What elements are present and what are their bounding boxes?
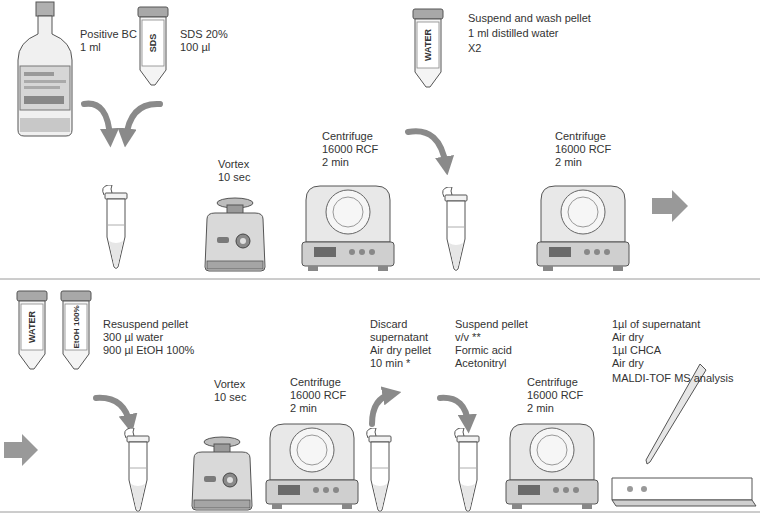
transfer-arrow [84, 104, 468, 424]
microtube [455, 428, 479, 512]
step-label: Centrifuge [555, 130, 606, 143]
tube-label: EtOH 100% [72, 305, 81, 348]
continue-arrow [652, 190, 688, 222]
microtube [103, 185, 127, 269]
step-label: 16000 RCF [322, 143, 378, 156]
step-label: Centrifuge [527, 376, 578, 389]
step-label: 1 ml distilled water [468, 27, 558, 40]
centrifuge [537, 186, 629, 271]
reagent-tube: SDS [135, 6, 171, 86]
tube-label: SDS [148, 34, 158, 53]
step-label: 2 min [290, 402, 317, 415]
step-label: 2 min [322, 156, 349, 169]
step-label: Air dry pellet [370, 344, 431, 357]
vortex-mixer [192, 437, 252, 510]
reagent-tube: WATER [410, 8, 446, 88]
step-label: Acetonitryl [455, 357, 506, 370]
step-label: 1 ml [80, 41, 101, 54]
step-label: 900 µl EtOH 100% [103, 344, 194, 357]
step-label: 1µl CHCA [612, 344, 661, 357]
continue-arrow [4, 434, 38, 466]
microtube [367, 428, 391, 512]
step-label: Air dry [612, 357, 644, 370]
step-label: Centrifuge [290, 376, 341, 389]
step-label: Discard [370, 318, 407, 331]
step-label: 2 min [527, 402, 554, 415]
step-label: Suspend and wash pellet [468, 12, 591, 25]
step-label: Air dry [612, 331, 644, 344]
step-label: 16000 RCF [555, 143, 611, 156]
step-label: 16000 RCF [527, 389, 583, 402]
maldi-target-slide [612, 478, 756, 506]
centrifuge [266, 424, 358, 509]
step-label: Centrifuge [322, 130, 373, 143]
row-separator [0, 512, 760, 513]
step-label: 10 sec [218, 171, 250, 184]
tube-label: WATER [423, 29, 433, 61]
microtube [443, 187, 467, 271]
step-label: 1µl of supernatant [612, 318, 700, 331]
step-label: supernatant [370, 331, 428, 344]
vortex-mixer [205, 198, 265, 271]
step-label: Vortex [214, 378, 245, 391]
centrifuge [302, 186, 394, 271]
step-label: SDS 20% [180, 28, 228, 41]
blood-culture-bottle [18, 2, 72, 136]
step-label: 10 min * [370, 357, 410, 370]
tube-label: WATER [27, 311, 37, 343]
microtube [125, 428, 149, 512]
reagent-tube: WATER [14, 290, 50, 370]
step-label: MALDI-TOF MS analysis [612, 372, 733, 385]
step-label: Formic acid [455, 344, 512, 357]
step-label: X2 [468, 42, 481, 55]
step-label: 16000 RCF [290, 389, 346, 402]
step-label: Resuspend pellet [103, 318, 188, 331]
step-label: 10 sec [214, 391, 246, 404]
step-label: 2 min [555, 156, 582, 169]
step-label: Suspend pellet [455, 318, 528, 331]
step-label: Vortex [218, 158, 249, 171]
step-label: Positive BC [80, 28, 137, 41]
step-label: 300 µl water [103, 331, 163, 344]
step-label: v/v ** [455, 331, 481, 344]
row-separator [0, 279, 760, 280]
reagent-tube: EtOH 100% [58, 290, 94, 370]
centrifuge [506, 424, 598, 509]
step-label: 100 µl [180, 41, 210, 54]
